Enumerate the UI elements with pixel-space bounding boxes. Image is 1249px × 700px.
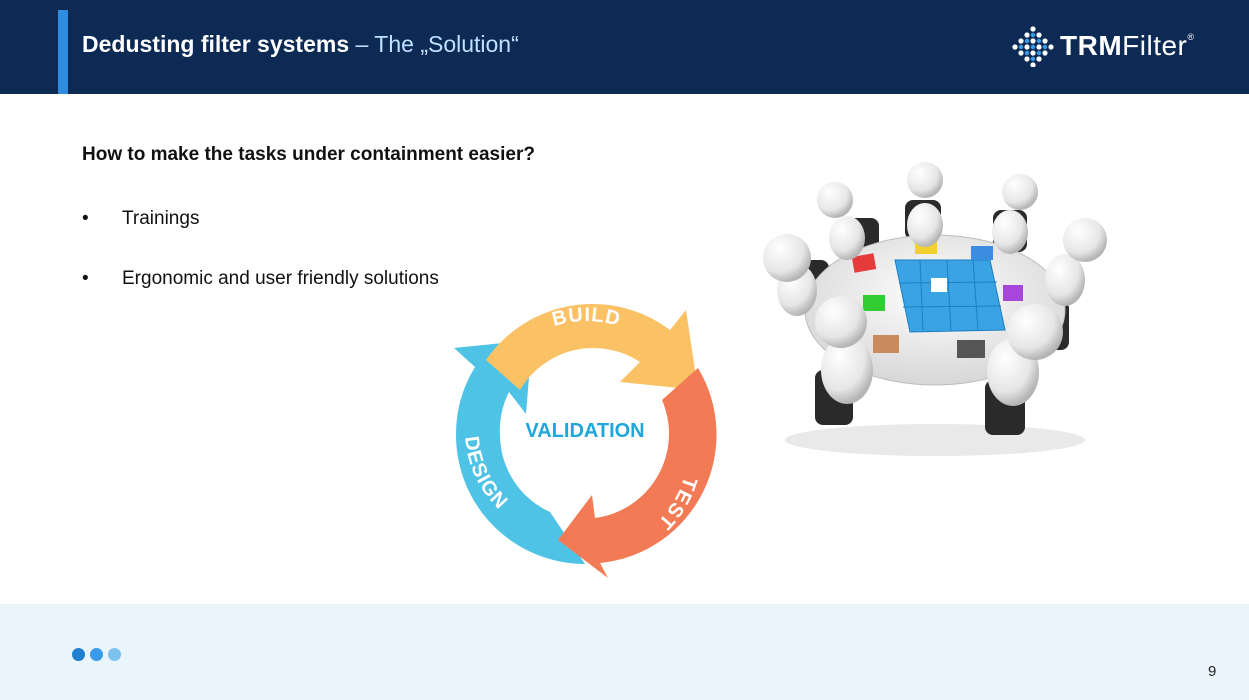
bullet-marker: • bbox=[82, 206, 89, 232]
logo-wordmark: TRMFilter® bbox=[1060, 30, 1195, 62]
footer-band bbox=[0, 604, 1249, 700]
slide-title-suffix: – The „Solution“ bbox=[349, 31, 519, 57]
blue-puzzle-center bbox=[895, 260, 1005, 332]
bullet-item-ergonomic: • Ergonomic and user friendly solutions bbox=[82, 266, 439, 326]
test-arrow bbox=[558, 368, 717, 578]
header-accent-bar bbox=[58, 10, 68, 94]
logo-brand-rest: Filter bbox=[1122, 30, 1187, 61]
logo-brand-bold: TRM bbox=[1060, 30, 1122, 61]
trm-logo-icon bbox=[1012, 25, 1054, 67]
trm-filter-logo: TRMFilter® bbox=[1012, 24, 1227, 68]
page-number: 9 bbox=[1208, 663, 1216, 680]
bullet-text: Trainings bbox=[122, 208, 199, 229]
question-heading: How to make the tasks under containment … bbox=[82, 144, 535, 166]
validation-center-label: VALIDATION bbox=[525, 420, 644, 442]
slide-title-main: Dedusting filter systems bbox=[82, 31, 349, 57]
bullet-marker: • bbox=[82, 266, 89, 292]
team-puzzle-illustration bbox=[735, 150, 1115, 470]
logo-registered-mark: ® bbox=[1187, 32, 1194, 42]
bullet-item-trainings: • Trainings bbox=[82, 206, 439, 266]
slide-title: Dedusting filter systems – The „Solution… bbox=[82, 31, 519, 58]
bullet-list: • Trainings • Ergonomic and user friendly … bbox=[82, 206, 439, 326]
bullet-text: Ergonomic and user friendly solutions bbox=[122, 268, 439, 289]
validation-cycle-diagram: BUILD TEST DESIGN VALIDATION bbox=[440, 290, 730, 580]
footer-dots-decoration bbox=[72, 648, 121, 661]
